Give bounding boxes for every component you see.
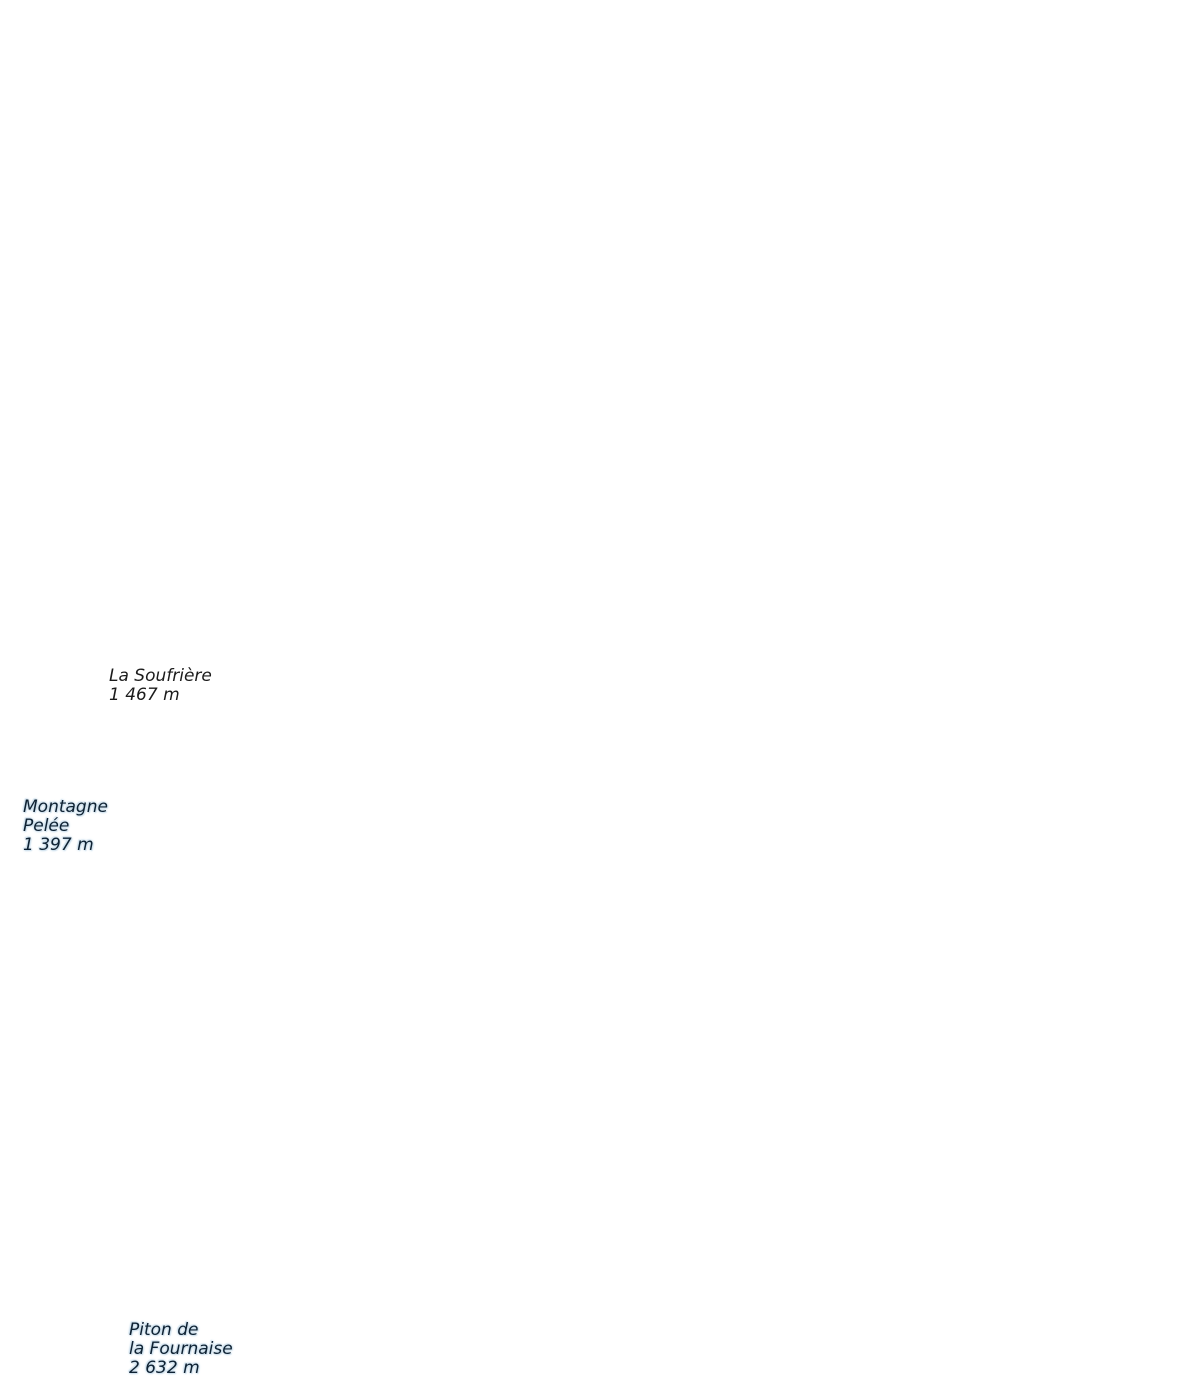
volcano-name: La Soufrière [109, 666, 212, 686]
volcano-name: Montagne [23, 797, 108, 817]
volcano-elevation: 1 397 m [23, 835, 94, 855]
volcano-name: Pelée [23, 816, 70, 836]
volcano-name: Piton de [129, 1320, 199, 1340]
volcano-label-piton-de-la-fournaise: Piton de la Fournaise 2 632 m [129, 1321, 233, 1378]
volcano-label-montagne-pelee: Montagne Pelée 1 397 m [23, 798, 108, 855]
volcano-elevation: 1 467 m [109, 685, 180, 705]
volcano-name: la Fournaise [129, 1339, 233, 1359]
volcano-elevation: 2 632 m [129, 1358, 200, 1378]
volcano-label-la-soufriere: La Soufrière 1 467 m [109, 667, 212, 705]
